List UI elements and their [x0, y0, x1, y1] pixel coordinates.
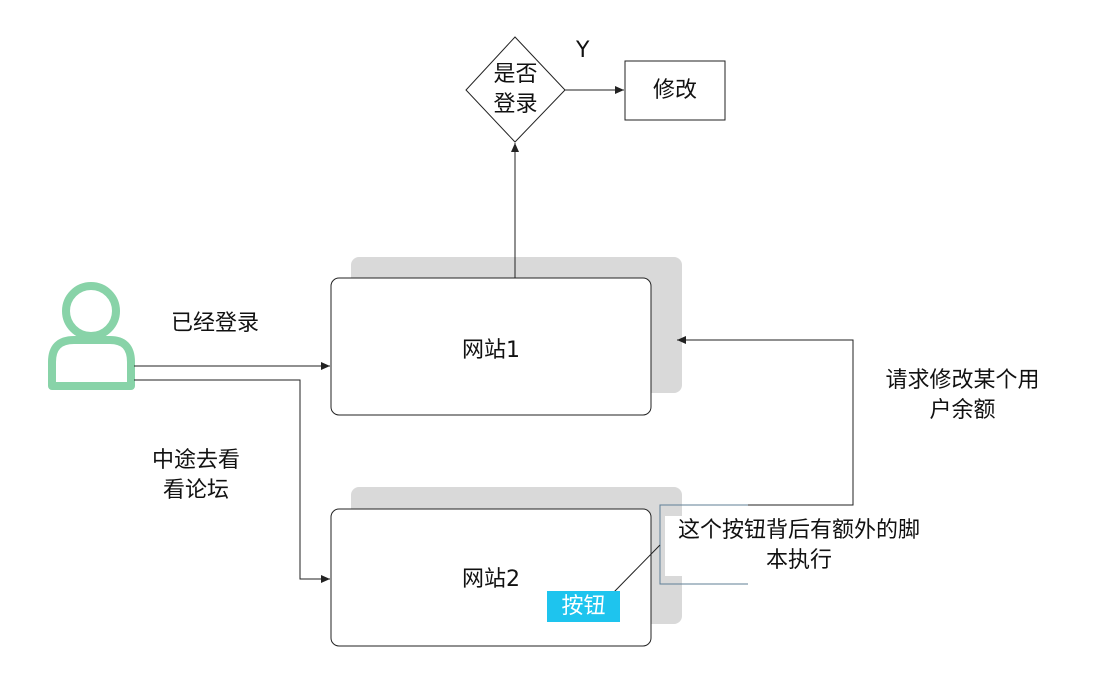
callout-label-line1: 这个按钮背后有额外的脚 [677, 518, 920, 543]
modify-label: 修改 [652, 78, 697, 103]
site2-button[interactable]: 按钮 [547, 591, 620, 622]
callout-label: 这个按钮背后有额外的脚 本执行 [665, 516, 933, 576]
decision-label: 是否 登录 [466, 60, 565, 120]
site2-label: 网站2 [462, 567, 520, 592]
logged-in-label: 已经登录 [171, 311, 260, 336]
request-label-line2: 户余额 [929, 398, 996, 423]
decision-label-line2: 登录 [493, 92, 538, 117]
callout-pointer [613, 544, 661, 593]
request-label-line1: 请求修改某个用 [885, 368, 1040, 393]
request-label: 请求修改某个用 户余额 [875, 366, 1050, 426]
site1-box [330, 277, 652, 416]
callout-label-line2: 本执行 [765, 548, 832, 573]
user-icon [48, 282, 135, 390]
detour-label-line2: 看论坛 [162, 478, 229, 503]
decision-label-line1: 是否 [493, 62, 538, 87]
detour-label: 中途去看 看论坛 [136, 446, 256, 506]
request-to-site1-arrow [677, 336, 854, 506]
site1-label: 网站1 [462, 338, 520, 363]
callout-bracket [659, 504, 748, 585]
yes-label: Y [576, 38, 590, 63]
decision-diamond [465, 36, 566, 143]
modify-box [624, 60, 726, 121]
user-to-site2-arrow [134, 379, 330, 583]
detour-label-line1: 中途去看 [151, 448, 240, 473]
